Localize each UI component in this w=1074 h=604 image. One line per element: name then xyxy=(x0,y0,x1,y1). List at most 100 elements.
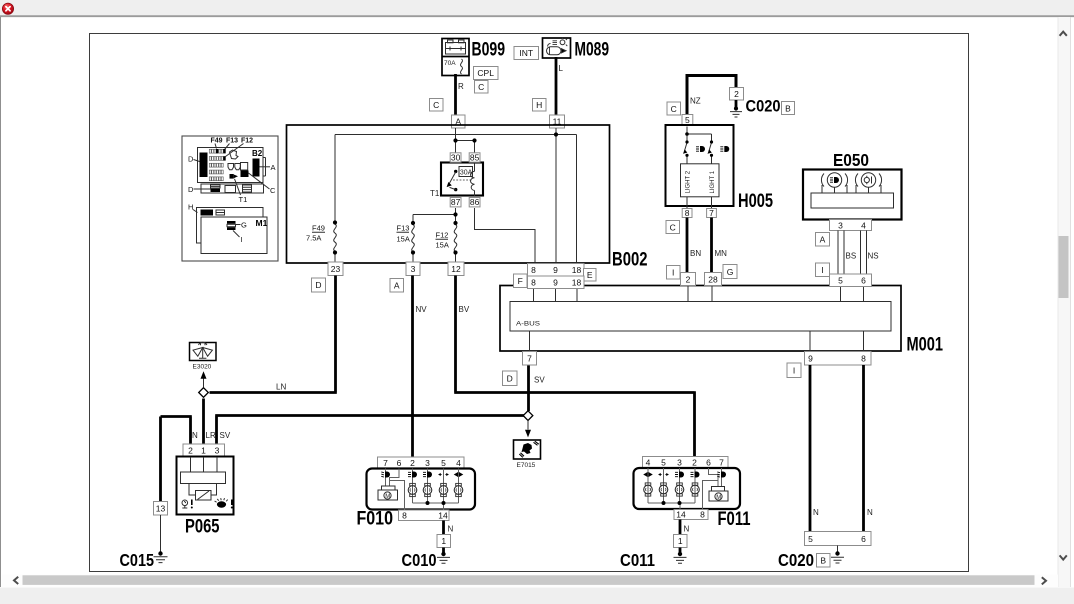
svg-text:E7015: E7015 xyxy=(517,462,536,469)
svg-text:7: 7 xyxy=(709,208,714,218)
svg-text:8: 8 xyxy=(531,265,536,275)
svg-text:NS: NS xyxy=(868,252,879,261)
svg-text:13: 13 xyxy=(156,504,166,514)
svg-text:5: 5 xyxy=(661,458,666,468)
svg-text:R: R xyxy=(458,82,464,91)
svg-text:18: 18 xyxy=(572,278,582,288)
svg-text:9: 9 xyxy=(553,265,558,275)
svg-text:F13: F13 xyxy=(397,224,410,233)
svg-text:N: N xyxy=(813,508,819,517)
svg-text:7: 7 xyxy=(383,458,388,468)
svg-text:18: 18 xyxy=(572,265,582,275)
svg-text:8: 8 xyxy=(531,278,536,288)
svg-text:7.5A: 7.5A xyxy=(306,234,321,243)
svg-text:C: C xyxy=(270,186,276,195)
svg-text:70A: 70A xyxy=(444,60,456,67)
svg-text:6: 6 xyxy=(861,276,866,286)
svg-text:F12: F12 xyxy=(241,138,253,145)
svg-text:5: 5 xyxy=(685,115,690,125)
svg-text:M: M xyxy=(385,494,390,500)
svg-text:14: 14 xyxy=(438,510,448,520)
svg-text:I: I xyxy=(241,235,243,244)
svg-text:F011: F011 xyxy=(718,508,751,530)
svg-text:12: 12 xyxy=(451,264,461,274)
svg-text:86: 86 xyxy=(470,197,480,207)
svg-text:L: L xyxy=(559,64,564,73)
svg-text:P065: P065 xyxy=(185,516,220,538)
svg-text:1: 1 xyxy=(678,536,683,546)
svg-text:A-BUS: A-BUS xyxy=(516,321,541,328)
svg-text:8: 8 xyxy=(685,208,690,218)
svg-text:B: B xyxy=(820,556,826,566)
svg-text:2: 2 xyxy=(188,446,193,456)
svg-text:BS: BS xyxy=(846,252,857,261)
svg-text:E050: E050 xyxy=(833,150,869,170)
svg-text:M001: M001 xyxy=(907,334,944,356)
svg-text:D: D xyxy=(315,280,321,290)
svg-text:87: 87 xyxy=(451,197,461,207)
svg-text:4: 4 xyxy=(646,458,651,468)
svg-text:M: M xyxy=(716,495,721,501)
svg-text:23: 23 xyxy=(331,264,341,274)
svg-text:B2: B2 xyxy=(252,149,263,158)
svg-text:A: A xyxy=(455,116,461,126)
svg-text:6: 6 xyxy=(397,458,402,468)
svg-text:8: 8 xyxy=(402,510,407,520)
svg-text:3: 3 xyxy=(425,458,430,468)
svg-text:I: I xyxy=(793,366,795,376)
svg-text:7: 7 xyxy=(527,354,532,364)
svg-text:A: A xyxy=(820,235,826,245)
svg-text:F13: F13 xyxy=(226,138,238,145)
svg-text:INT: INT xyxy=(519,48,533,58)
svg-text:F: F xyxy=(518,276,523,286)
svg-text:5: 5 xyxy=(838,276,843,286)
svg-text:A: A xyxy=(394,281,400,291)
svg-text:5: 5 xyxy=(808,534,813,544)
svg-text:1: 1 xyxy=(441,536,446,546)
svg-text:M1: M1 xyxy=(256,218,268,228)
svg-text:CPL: CPL xyxy=(477,68,494,78)
svg-text:D: D xyxy=(507,374,513,384)
svg-text:BV: BV xyxy=(459,305,470,314)
svg-text:SV: SV xyxy=(220,431,231,440)
svg-text:C: C xyxy=(478,82,484,92)
svg-text:C: C xyxy=(670,222,676,232)
svg-text:14: 14 xyxy=(676,510,686,520)
svg-text:B099: B099 xyxy=(472,39,506,61)
svg-text:C020: C020 xyxy=(746,97,781,116)
svg-text:15A: 15A xyxy=(436,241,449,250)
svg-text:T1: T1 xyxy=(239,195,248,204)
svg-text:2: 2 xyxy=(410,458,415,468)
svg-text:I: I xyxy=(672,268,674,278)
svg-text:F49: F49 xyxy=(312,224,325,233)
svg-text:H005: H005 xyxy=(738,190,773,212)
svg-text:C011: C011 xyxy=(620,550,655,570)
svg-text:I: I xyxy=(821,265,823,275)
svg-text:N: N xyxy=(867,508,873,517)
svg-text:D: D xyxy=(188,155,194,164)
svg-text:2: 2 xyxy=(734,89,739,99)
svg-text:3: 3 xyxy=(215,446,220,456)
svg-text:7: 7 xyxy=(719,458,724,468)
svg-text:8: 8 xyxy=(861,354,866,364)
svg-text:C015: C015 xyxy=(120,550,155,570)
svg-text:15A: 15A xyxy=(397,235,410,244)
svg-text:4: 4 xyxy=(861,220,866,230)
svg-text:F010: F010 xyxy=(357,508,394,530)
svg-text:30: 30 xyxy=(451,153,461,163)
svg-text:C: C xyxy=(671,104,677,114)
svg-text:F49: F49 xyxy=(211,138,223,145)
svg-text:6: 6 xyxy=(861,534,866,544)
svg-text:8: 8 xyxy=(700,510,705,520)
svg-text:E: E xyxy=(587,270,593,280)
svg-text:G: G xyxy=(241,221,247,230)
svg-text:11: 11 xyxy=(553,116,562,126)
svg-text:G: G xyxy=(727,267,734,277)
svg-text:2: 2 xyxy=(692,458,697,468)
svg-text:1: 1 xyxy=(201,446,206,456)
svg-text:C: C xyxy=(433,100,439,110)
svg-text:NZ: NZ xyxy=(690,97,701,106)
svg-text:3: 3 xyxy=(677,458,682,468)
svg-text:E3020: E3020 xyxy=(193,364,212,371)
svg-text:3: 3 xyxy=(838,220,843,230)
